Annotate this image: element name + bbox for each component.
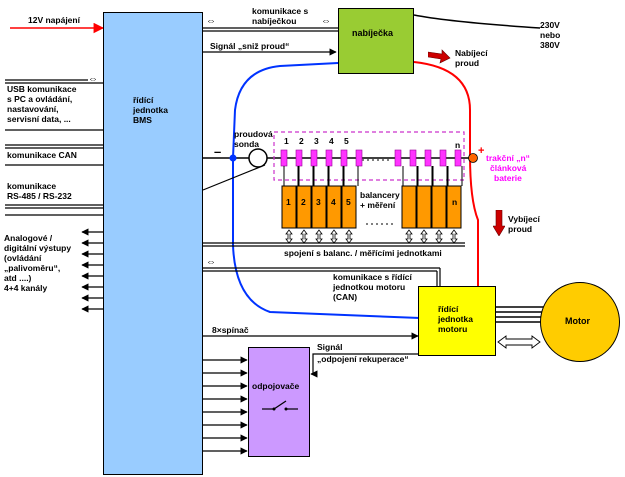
plus-label: + xyxy=(478,145,485,157)
analog-label-6: 4+4 kanály xyxy=(4,283,48,293)
discharge-current-arrow xyxy=(493,210,505,236)
balancer-units xyxy=(281,185,462,229)
balancer-number-2: 2 xyxy=(301,197,306,207)
charger-label: nabíječka xyxy=(352,28,394,38)
battery-label-3: baterie xyxy=(494,173,522,183)
current-probe xyxy=(248,148,268,168)
disconnector-label: odpojovače xyxy=(252,381,300,391)
discharge-current-label-2: proud xyxy=(508,224,533,234)
balancer-bus-arrows xyxy=(285,229,458,244)
probe-signal xyxy=(202,164,266,191)
balancer-number-n: n xyxy=(452,197,458,207)
bms-label-1: řídící xyxy=(133,95,154,105)
signal-reduce-label: Signál „sniž proud“ xyxy=(210,41,290,51)
analog-output-arrows xyxy=(81,228,103,313)
negative-terminal xyxy=(229,154,237,162)
battery-enclosure xyxy=(273,131,465,181)
usb-label-2: s PC a ovládání, xyxy=(7,94,73,104)
charger-comm-arrow-left: ⇔ xyxy=(206,16,216,27)
regen-signal xyxy=(310,353,418,378)
motor-phase-wires xyxy=(496,306,545,323)
charge-current-label-2: proud xyxy=(455,58,480,68)
analog-label-5: atd ....) xyxy=(4,273,32,283)
analog-label-4: „palivoměru“, xyxy=(4,263,61,273)
minus-label: – xyxy=(214,144,222,159)
usb-label-1: USB komunikace xyxy=(7,84,77,94)
charger-comm-label-1: komunikace s xyxy=(252,6,309,16)
bms-label-3: BMS xyxy=(133,115,152,125)
current-probe-label-1: proudová xyxy=(234,129,273,139)
motor-comm-arrow xyxy=(497,335,541,349)
balancers-label-1: balancery xyxy=(360,190,400,200)
balancers-label-2: + měření xyxy=(360,200,396,210)
balancer-number-3: 3 xyxy=(316,197,321,207)
motor-ctrl-label-1: řídící xyxy=(438,304,459,314)
usb-double-arrow: ⇔ xyxy=(88,74,98,85)
motor-label: Motor xyxy=(565,316,590,326)
switch-8x-label: 8×spínač xyxy=(212,325,249,335)
regen-label-1: Signál xyxy=(317,342,343,352)
cell-number-3: 3 xyxy=(314,136,319,146)
charger-comm-arrow-right: ⇔ xyxy=(321,16,331,27)
cell-number-4: 4 xyxy=(329,136,334,146)
motor-comm-arrow-left: ⇔ xyxy=(206,257,216,268)
switch-icon xyxy=(262,400,298,411)
motor xyxy=(540,282,620,362)
balancer-link-label: spojení s balanc. / měřícími jednotkami xyxy=(284,248,442,258)
motor-comm-label-1: komunikace s řídící xyxy=(333,272,412,282)
cell-number-1: 1 xyxy=(284,136,289,146)
battery-label-2: článková xyxy=(490,163,527,173)
balancer-number-5: 5 xyxy=(346,197,351,207)
mains-label-1: 230V xyxy=(540,20,560,30)
charger-comm-label-2: nabíječkou xyxy=(252,16,297,26)
mains-label-2: nebo xyxy=(540,30,561,40)
usb-label-4: servisní data, ... xyxy=(7,114,71,124)
positive-terminal xyxy=(468,153,478,163)
power-12v-label: 12V napájení xyxy=(28,15,80,25)
cell-number-2: 2 xyxy=(299,136,304,146)
motor-comm-label-2: jednotkou motoru xyxy=(333,282,406,292)
bms-label-2: jednotka xyxy=(133,105,168,115)
disconnector-unit xyxy=(248,347,310,457)
balancer-taps xyxy=(283,166,463,186)
charger-unit xyxy=(338,8,414,74)
mains-label-3: 380V xyxy=(540,40,560,50)
cell-number-n: n xyxy=(455,140,461,150)
rs-label-1: komunikace xyxy=(7,181,57,191)
analog-label-3: (ovládání xyxy=(4,253,42,263)
cells xyxy=(280,149,462,167)
motor-ctrl-label-3: motoru xyxy=(438,324,468,334)
analog-label-1: Analogové / xyxy=(4,233,53,243)
bms-unit xyxy=(103,12,203,475)
balancer-number-1: 1 xyxy=(286,197,291,207)
can-label: komunikace CAN xyxy=(7,150,77,160)
disconnect-arrows xyxy=(203,356,248,455)
current-probe-label-2: sonda xyxy=(234,139,260,149)
negative-wire xyxy=(232,62,421,319)
motor-comm-label-3: (CAN) xyxy=(333,292,358,302)
battery-label-1: trakční „n“ xyxy=(486,153,530,163)
cell-number-5: 5 xyxy=(344,136,349,146)
discharge-current-label-1: Vybíjecí xyxy=(508,214,540,224)
charge-current-label-1: Nabíjecí xyxy=(455,48,488,58)
mains-wire xyxy=(413,14,541,29)
usb-label-3: nastavování, xyxy=(7,104,59,114)
analog-label-2: digitální výstupy xyxy=(4,243,72,253)
rs-label-2: RS-485 / RS-232 xyxy=(7,191,72,201)
charge-current-arrow xyxy=(428,49,451,64)
motor-ctrl-label-2: jednotka xyxy=(438,314,473,324)
balancer-number-4: 4 xyxy=(331,197,336,207)
motor-controller xyxy=(418,286,496,356)
regen-label-2: „odpojení rekuperace“ xyxy=(317,354,409,364)
